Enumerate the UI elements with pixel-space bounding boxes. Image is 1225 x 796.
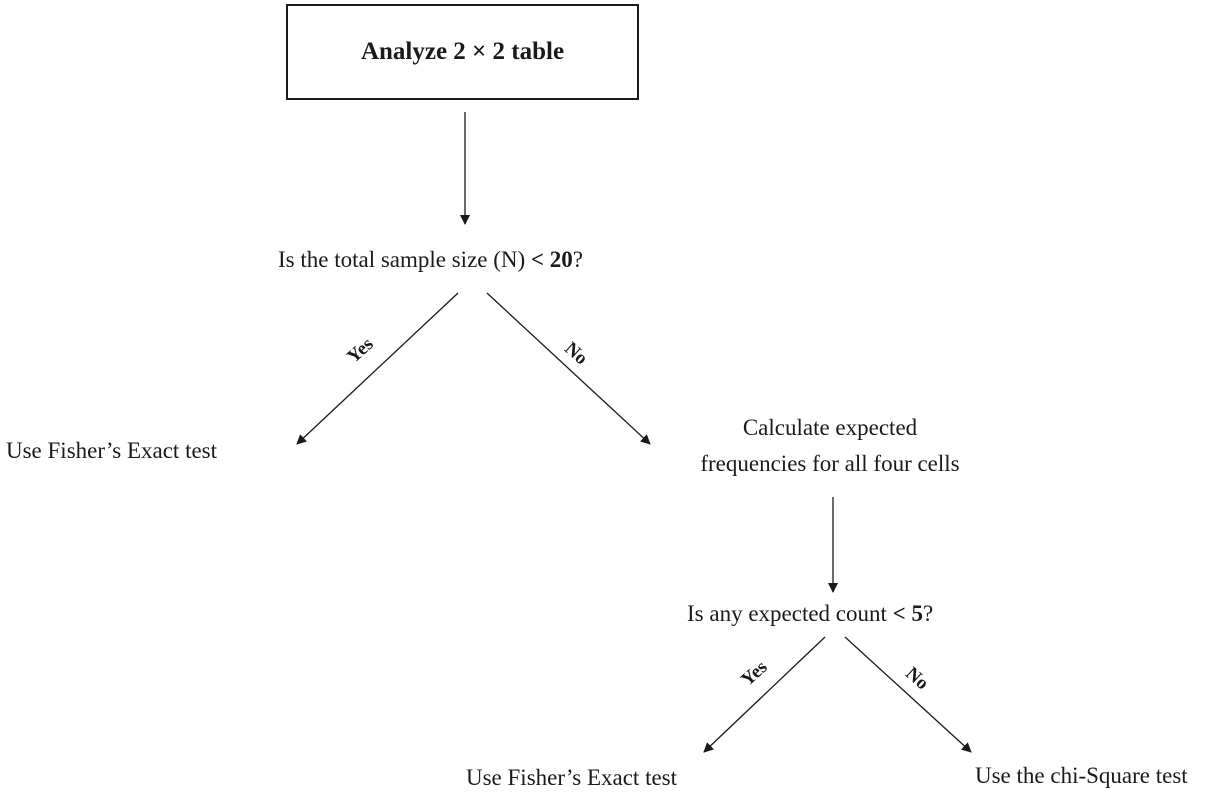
- question2-prefix: Is any expected count: [687, 601, 893, 626]
- question2-node: Is any expected count < 5?: [687, 596, 933, 632]
- outcome-fisher-1: Use Fisher’s Exact test: [6, 438, 218, 463]
- question2-operator: < 5: [892, 601, 924, 626]
- start-node-label: Analyze 2 × 2 table: [360, 38, 565, 65]
- outcome-fisher-2: Use Fisher’s Exact test: [466, 765, 678, 790]
- arrow-yes2: [703, 636, 826, 753]
- arrow-yes1: [296, 292, 459, 445]
- outcome-chi-square: Use the chi-Square test: [975, 763, 1188, 788]
- question1-suffix: ?: [572, 247, 583, 272]
- arrow-no1: [486, 292, 651, 445]
- calculate-line-2: frequencies for all four cells: [700, 451, 960, 476]
- calculate-node: Calculate expected frequencies for all f…: [670, 410, 990, 482]
- question1-node: Is the total sample size (N) < 20?: [278, 242, 583, 278]
- calculate-line-1: Calculate expected: [742, 415, 918, 440]
- start-node-box: Analyze 2 × 2 table: [286, 4, 639, 100]
- question2-suffix: ?: [923, 601, 934, 626]
- question1-prefix: Is the total sample size (N): [278, 247, 531, 272]
- arrow-no2: [844, 636, 972, 753]
- question1-operator: < 20: [530, 247, 573, 272]
